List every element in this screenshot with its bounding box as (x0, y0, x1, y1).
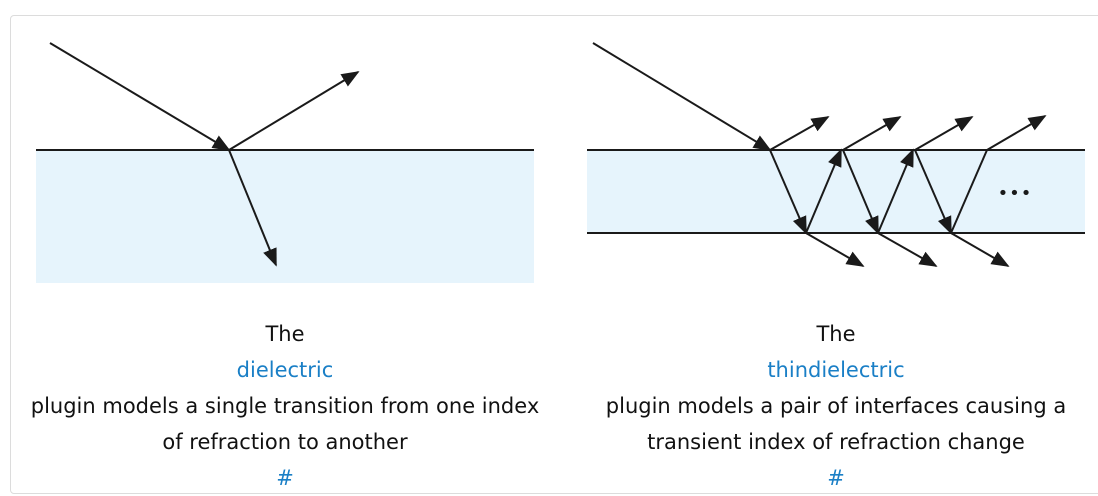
thindielectric-plugin-link[interactable]: thindielectric (767, 358, 905, 382)
dielectric-diagram-svg (36, 42, 534, 283)
reflected-ray (914, 116, 974, 151)
internal-rays (769, 148, 988, 235)
reflected-rays-top (769, 115, 1047, 151)
thindielectric-caption: The thindielectric plugin models a pair … (572, 316, 1098, 496)
reflected-ray (769, 116, 830, 151)
transmitted-ray (805, 232, 865, 267)
internal-ray (950, 149, 988, 234)
medium-region (36, 150, 534, 283)
dielectric-caption: The dielectric plugin models a single tr… (20, 316, 550, 496)
thindielectric-diagram-svg: ••• (587, 42, 1085, 267)
anchor-link[interactable]: # (276, 466, 294, 490)
internal-ray (805, 148, 842, 234)
reflected-ray (842, 116, 902, 151)
caption-line: transient index of refraction change (647, 430, 1025, 454)
internal-ray (914, 149, 952, 235)
internal-ray (877, 148, 914, 234)
transmitted-ray (877, 232, 938, 267)
caption-pre: The (265, 322, 305, 346)
incident-ray (49, 42, 231, 151)
anchor-link[interactable]: # (827, 466, 845, 490)
thindielectric-diagram: ••• (560, 0, 1098, 300)
incident-ray (592, 42, 772, 151)
dielectric-plugin-link[interactable]: dielectric (236, 358, 334, 382)
figure-container (10, 15, 1098, 494)
caption-line: plugin models a pair of interfaces causi… (605, 394, 1067, 418)
caption-line: plugin models a single transition from o… (30, 394, 540, 418)
ellipsis: ••• (998, 183, 1033, 204)
reflected-ray (228, 71, 360, 151)
caption-pre: The (816, 322, 856, 346)
reflected-ray (986, 115, 1047, 151)
transmitted-ray (950, 232, 1010, 267)
transmitted-rays-bottom (805, 232, 1010, 267)
internal-ray (842, 149, 879, 235)
refracted-ray (228, 149, 277, 267)
caption-line: of refraction to another (162, 430, 408, 454)
dielectric-diagram (0, 0, 560, 300)
internal-ray (769, 149, 807, 235)
